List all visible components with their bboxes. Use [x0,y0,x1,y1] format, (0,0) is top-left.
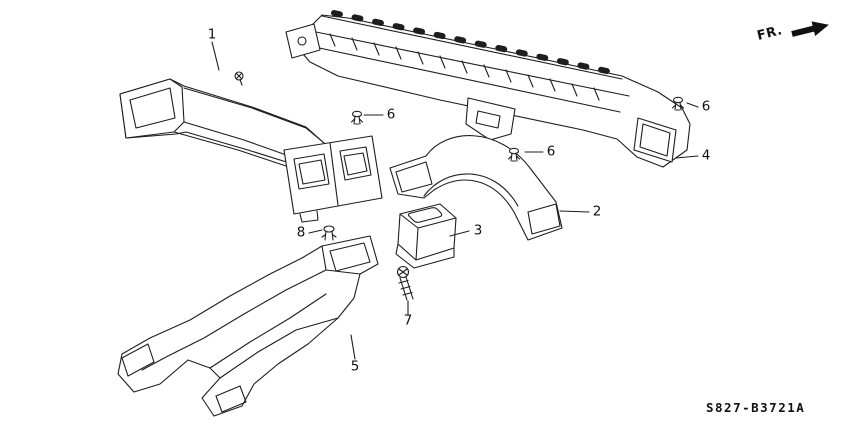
part-1-center-vent-outlet [283,135,383,223]
arch-left-opening [395,161,433,193]
callout-part-2: 2 [592,203,602,220]
part-2-arch-duct [389,135,563,241]
clip-tab-row [331,10,619,76]
part-code: S827-B3721A [706,400,806,415]
callout-part-8: 8 [296,224,306,241]
part-8-clip [321,225,337,241]
callout-part-4: 4 [701,147,711,164]
callout-part-5: 5 [350,358,360,375]
callout-part-1: 1 [207,26,217,43]
callout-part-6: 6 [546,143,556,160]
duct-left-opening [119,78,185,139]
part-7-screw [396,265,414,301]
nozzle-right-vent-opening [633,117,677,163]
callout-part-7: 7 [403,312,413,329]
floor-duct-left-outlet [121,343,155,377]
callout-part-6: 6 [386,106,396,123]
part-4-defroster-nozzle-assembly [285,10,691,168]
bolt-icon [234,71,244,86]
callout-part-6: 6 [701,98,711,115]
joint-duct-opening [407,207,443,223]
part-1-upper-duct [119,71,333,167]
callout-part-3: 3 [473,222,483,239]
fr-arrow-icon [791,21,829,37]
floor-duct-inlet-opening [329,242,371,272]
part-5-floor-duct [117,235,379,417]
nozzle-left-bracket [285,23,321,59]
callout-leader-lines [211,41,699,360]
arch-right-opening [527,203,561,235]
fastener-clip-icon [350,110,364,125]
floor-duct-right-outlet [215,385,247,413]
part-3-joint-duct [395,203,457,269]
